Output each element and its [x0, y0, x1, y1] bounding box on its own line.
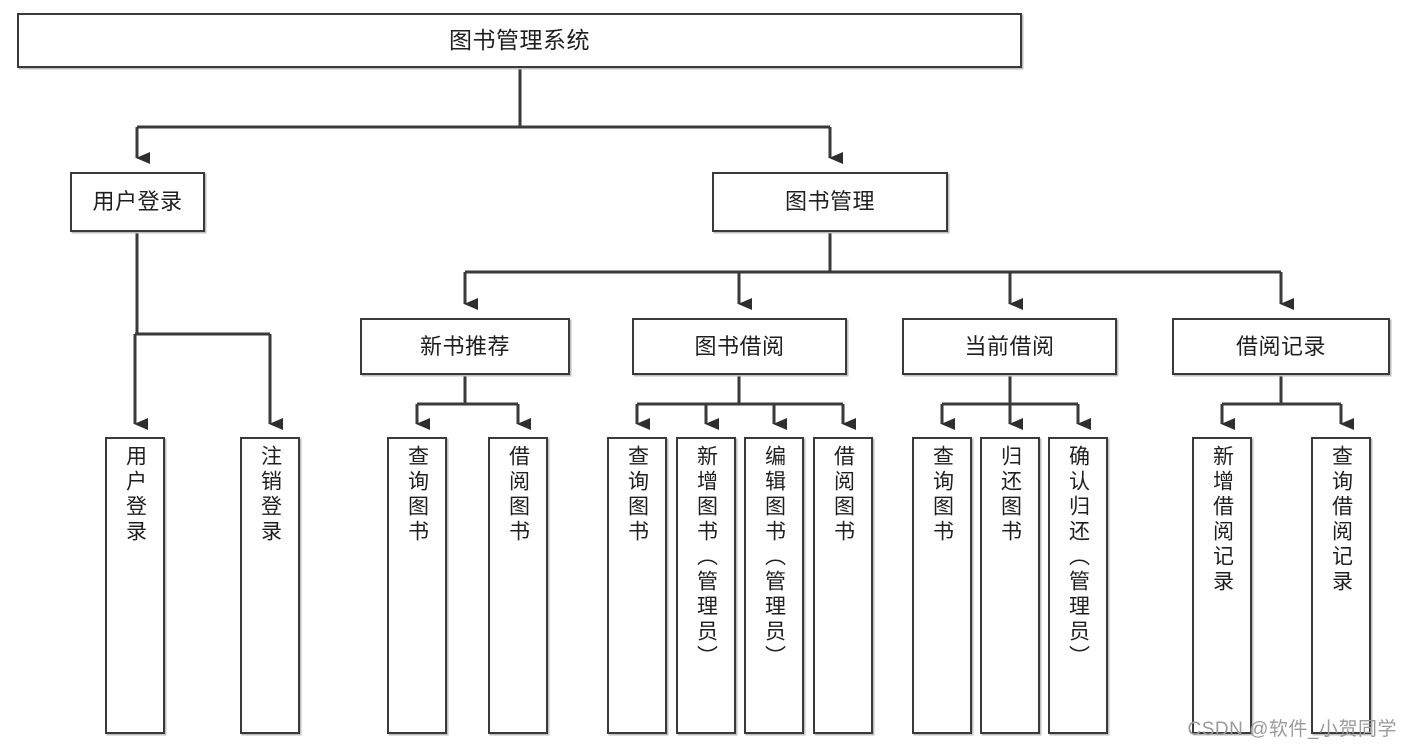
node-label: 用户登录 [123, 445, 147, 545]
node-label: 图书借阅 [694, 333, 785, 359]
node-label: 归还图书 [998, 445, 1022, 545]
leaf-return-book[interactable]: 归还图书 [980, 437, 1040, 734]
node-label: 查询图书 [930, 445, 954, 545]
node-label: 当前借阅 [964, 333, 1055, 359]
leaf-confirm-return-admin[interactable]: 确认归还（管理员） [1048, 437, 1108, 734]
leaf-borrow-book[interactable]: 借阅图书 [813, 437, 873, 734]
node-new-book-recommend[interactable]: 新书推荐 [360, 318, 570, 375]
node-label: 查询借阅记录 [1329, 445, 1353, 595]
node-label: 查询图书 [405, 445, 429, 545]
node-label: 注销登录 [258, 445, 282, 545]
leaf-add-book-admin[interactable]: 新增图书（管理员） [676, 437, 736, 734]
node-label: 新书推荐 [419, 333, 510, 359]
node-label: 图书管理系统 [449, 26, 590, 53]
leaf-logout[interactable]: 注销登录 [240, 437, 300, 734]
node-label: 新增借阅记录 [1210, 445, 1234, 595]
node-label: 确认归还（管理员） [1066, 445, 1090, 670]
node-label: 用户登录 [92, 189, 183, 215]
node-user-login[interactable]: 用户登录 [70, 172, 205, 232]
leaf-user-login[interactable]: 用户登录 [105, 437, 165, 734]
node-label: 借阅图书 [506, 445, 530, 545]
node-label: 借阅记录 [1235, 333, 1326, 359]
leaf-query-book-borrow[interactable]: 查询图书 [607, 437, 667, 734]
watermark-text: CSDN @软件_小贺同学 [1187, 719, 1397, 740]
leaf-borrow-book-recommend[interactable]: 借阅图书 [488, 437, 548, 734]
node-label: 新增图书（管理员） [694, 445, 718, 670]
leaf-query-borrow-record[interactable]: 查询借阅记录 [1311, 437, 1371, 734]
leaf-edit-book-admin[interactable]: 编辑图书（管理员） [744, 437, 804, 734]
node-borrow-record[interactable]: 借阅记录 [1172, 318, 1390, 375]
leaf-query-book-recommend[interactable]: 查询图书 [387, 437, 447, 734]
node-current-borrow[interactable]: 当前借阅 [902, 318, 1117, 375]
node-root-book-management-system[interactable]: 图书管理系统 [17, 13, 1022, 68]
node-label: 图书管理 [784, 189, 875, 215]
node-label: 查询图书 [625, 445, 649, 545]
node-label: 借阅图书 [831, 445, 855, 545]
leaf-query-book-current[interactable]: 查询图书 [912, 437, 972, 734]
node-book-borrow[interactable]: 图书借阅 [632, 318, 847, 375]
leaf-add-borrow-record[interactable]: 新增借阅记录 [1192, 437, 1252, 734]
node-label: 编辑图书（管理员） [762, 445, 786, 670]
node-book-management[interactable]: 图书管理 [712, 172, 948, 232]
